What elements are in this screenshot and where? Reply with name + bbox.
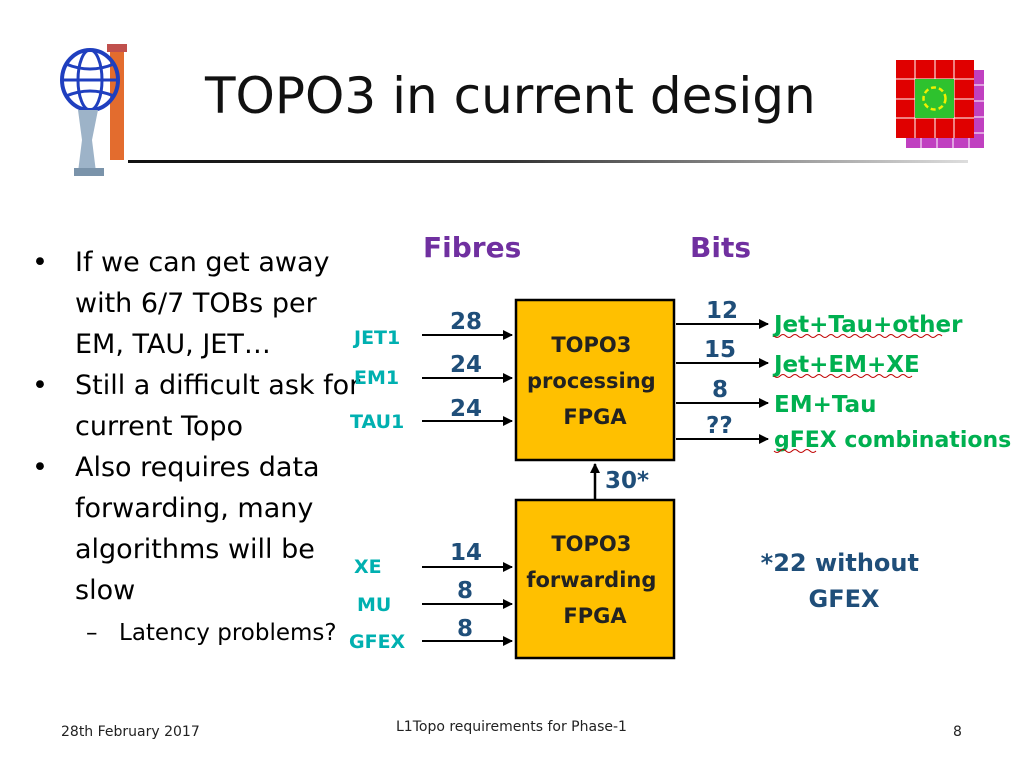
spellcheck-underline — [773, 374, 913, 378]
fibres-header: Fibres — [423, 231, 521, 264]
bit-count: 12 — [706, 298, 738, 324]
dash-symbol: – — [86, 620, 98, 646]
bullet-item: • If we can get away with 6/7 TOBs per E… — [32, 242, 372, 365]
input-label: GFEX — [349, 631, 406, 653]
bullet-list: • If we can get away with 6/7 TOBs per E… — [32, 242, 372, 651]
footnote-line: *22 without — [761, 549, 919, 577]
bullet-item: • Still a difficult ask for current Topo — [32, 365, 372, 447]
grid-logo — [896, 60, 984, 148]
page-title: TOPO3 in current design — [205, 67, 816, 125]
link-count: 30* — [605, 468, 649, 494]
footnote-line: GFEX — [809, 585, 880, 613]
sub-bullet-text: Latency problems? — [119, 620, 337, 646]
bits-header: Bits — [690, 231, 751, 264]
atlas-logo — [60, 44, 127, 176]
page-number: 8 — [953, 724, 962, 740]
bullet-text: Also requires data forwarding, many algo… — [75, 452, 320, 606]
footer-date: 28th February 2017 — [61, 724, 200, 740]
output-label: EM+Tau — [774, 392, 877, 418]
input-label: EM1 — [354, 367, 399, 389]
forwarding-box-line: forwarding — [526, 568, 656, 592]
fibre-count: 8 — [457, 578, 473, 604]
input-label: XE — [354, 556, 382, 578]
svg-text:TOPO3 processing FPGA: TOPO3 processing FPGA — [527, 333, 663, 429]
fibre-count: 8 — [457, 616, 473, 642]
processing-fpga-box — [514, 298, 676, 462]
forwarding-fpga-box — [514, 498, 676, 660]
input-label: MU — [357, 594, 391, 616]
bullet-text: If we can get away with 6/7 TOBs per EM,… — [75, 247, 330, 360]
processing-box-line: TOPO3 — [551, 333, 631, 357]
fibre-count: 24 — [450, 352, 482, 378]
forwarding-box-line: FPGA — [563, 604, 627, 628]
input-label: TAU1 — [350, 411, 404, 433]
title-divider — [128, 160, 968, 163]
footer-title: L1Topo requirements for Phase-1 — [396, 719, 627, 735]
fibre-count: 24 — [450, 396, 482, 422]
output-label: Jet+Tau+other — [772, 312, 963, 338]
bit-count: 8 — [712, 377, 728, 403]
processing-box-line: processing — [527, 369, 656, 393]
fibre-count: 14 — [450, 540, 482, 566]
fibre-count: 28 — [450, 309, 482, 335]
input-label: JET1 — [352, 327, 400, 349]
bullet-text: Still a difficult ask for current Topo — [75, 370, 361, 442]
sub-bullet-item: – Latency problems? — [32, 615, 372, 651]
bit-count: ?? — [706, 413, 733, 439]
processing-box-line: FPGA — [563, 405, 627, 429]
spellcheck-underline — [773, 449, 817, 453]
bit-count: 15 — [704, 337, 736, 363]
spellcheck-underline — [773, 334, 943, 338]
bullet-item: • Also requires data forwarding, many al… — [32, 447, 372, 611]
bullet-symbol: • — [32, 370, 48, 401]
svg-text:TOPO3 forwarding FPGA: TOPO3 forwarding FPGA — [526, 532, 663, 628]
output-label: Jet+EM+XE — [772, 352, 920, 378]
svg-text:*22 without GFEX: *22 without GFEX — [761, 549, 928, 613]
output-label: gFEX combinations — [774, 428, 1011, 453]
topo3-diagram: Fibres Bits TOPO3 processing FPGA TOPO3 … — [349, 231, 1011, 660]
bullet-symbol: • — [32, 247, 48, 278]
bullet-symbol: • — [32, 452, 48, 483]
forwarding-box-line: TOPO3 — [551, 532, 631, 556]
